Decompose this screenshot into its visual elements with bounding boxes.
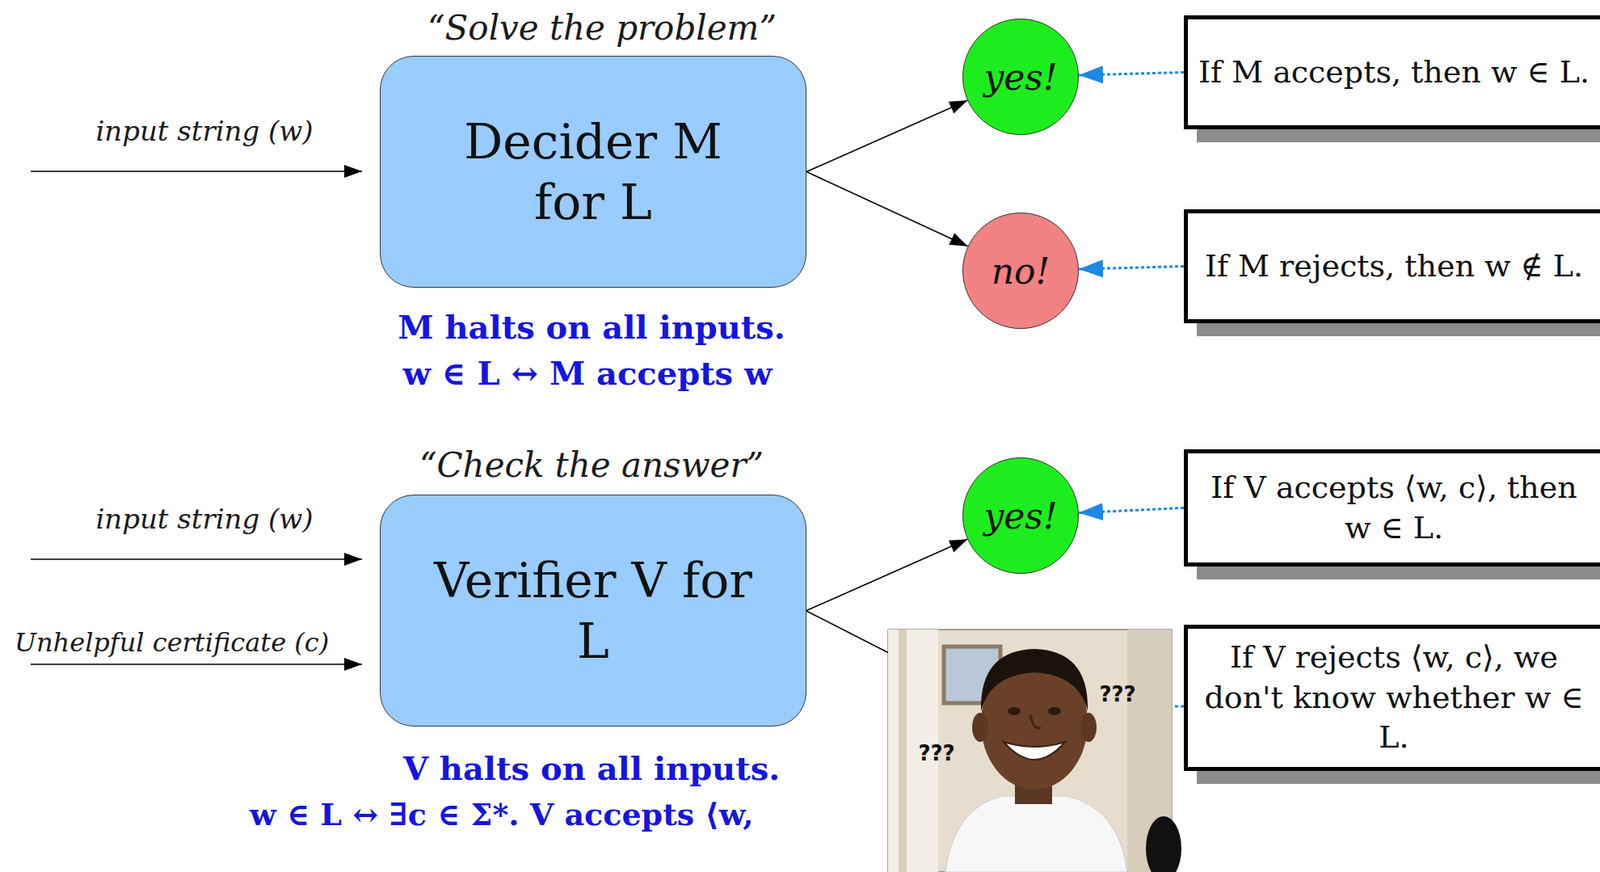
note-box: If V rejects ⟨w, c⟩, we don't know wheth… xyxy=(1183,624,1600,771)
input-arrow xyxy=(30,558,363,560)
node-text: If M accepts, then w ∈ L. xyxy=(1198,52,1590,93)
input-arrow xyxy=(30,663,363,666)
yes-circle: yes! xyxy=(962,457,1079,574)
decider-box: Decider M for L xyxy=(379,55,807,288)
node-text: Verifier V for L xyxy=(423,550,763,672)
note-box: If V accepts ⟨w, c⟩, then w ∈ L. xyxy=(1183,449,1600,567)
input-label: input string (w) xyxy=(95,114,313,148)
node-text: If V rejects ⟨w, c⟩, we don't know wheth… xyxy=(1195,637,1592,758)
property-label: V halts on all inputs. xyxy=(403,749,780,788)
confusion-mark: ??? xyxy=(917,741,955,766)
connector-arrow xyxy=(806,100,968,172)
connector-arrow xyxy=(806,538,968,611)
node-text: If M rejects, then w ∉ L. xyxy=(1204,246,1584,287)
reject-line xyxy=(806,610,889,653)
caption-label: “Check the answer” xyxy=(419,445,764,485)
property-label: w ∈ L ↔ M accepts w xyxy=(403,353,773,392)
input-arrow xyxy=(30,170,363,173)
node-text: yes! xyxy=(983,495,1057,537)
node-text: If V accepts ⟨w, c⟩, then w ∈ L. xyxy=(1195,467,1592,548)
connector-arrow xyxy=(806,172,969,247)
dotted-arrow xyxy=(1078,72,1184,76)
dotted-arrow xyxy=(1078,266,1184,270)
verifier-box: Verifier V for L xyxy=(379,494,807,727)
input-label: input string (w) xyxy=(95,502,313,535)
dotted-stub xyxy=(1172,705,1184,708)
node-text: yes! xyxy=(983,56,1057,98)
node-text: no! xyxy=(991,250,1051,292)
note-box: If M rejects, then w ∉ L. xyxy=(1183,209,1600,324)
caption-label: “Solve the problem” xyxy=(427,8,777,48)
note-box: If M accepts, then w ∈ L. xyxy=(1183,15,1600,130)
node-text: Decider M for L xyxy=(423,111,763,233)
property-label: w ∈ L ↔ ∃c ∈ Σ*. V accepts ⟨w, xyxy=(249,795,754,833)
confusion-mark: ??? xyxy=(1098,682,1136,707)
meme-picture xyxy=(888,629,1182,872)
yes-circle: yes! xyxy=(962,18,1079,135)
property-label: M halts on all inputs. xyxy=(397,307,786,346)
no-circle: no! xyxy=(962,212,1079,329)
dotted-arrow xyxy=(1078,508,1184,514)
certificate-label: Unhelpful certificate (c) xyxy=(14,627,329,658)
